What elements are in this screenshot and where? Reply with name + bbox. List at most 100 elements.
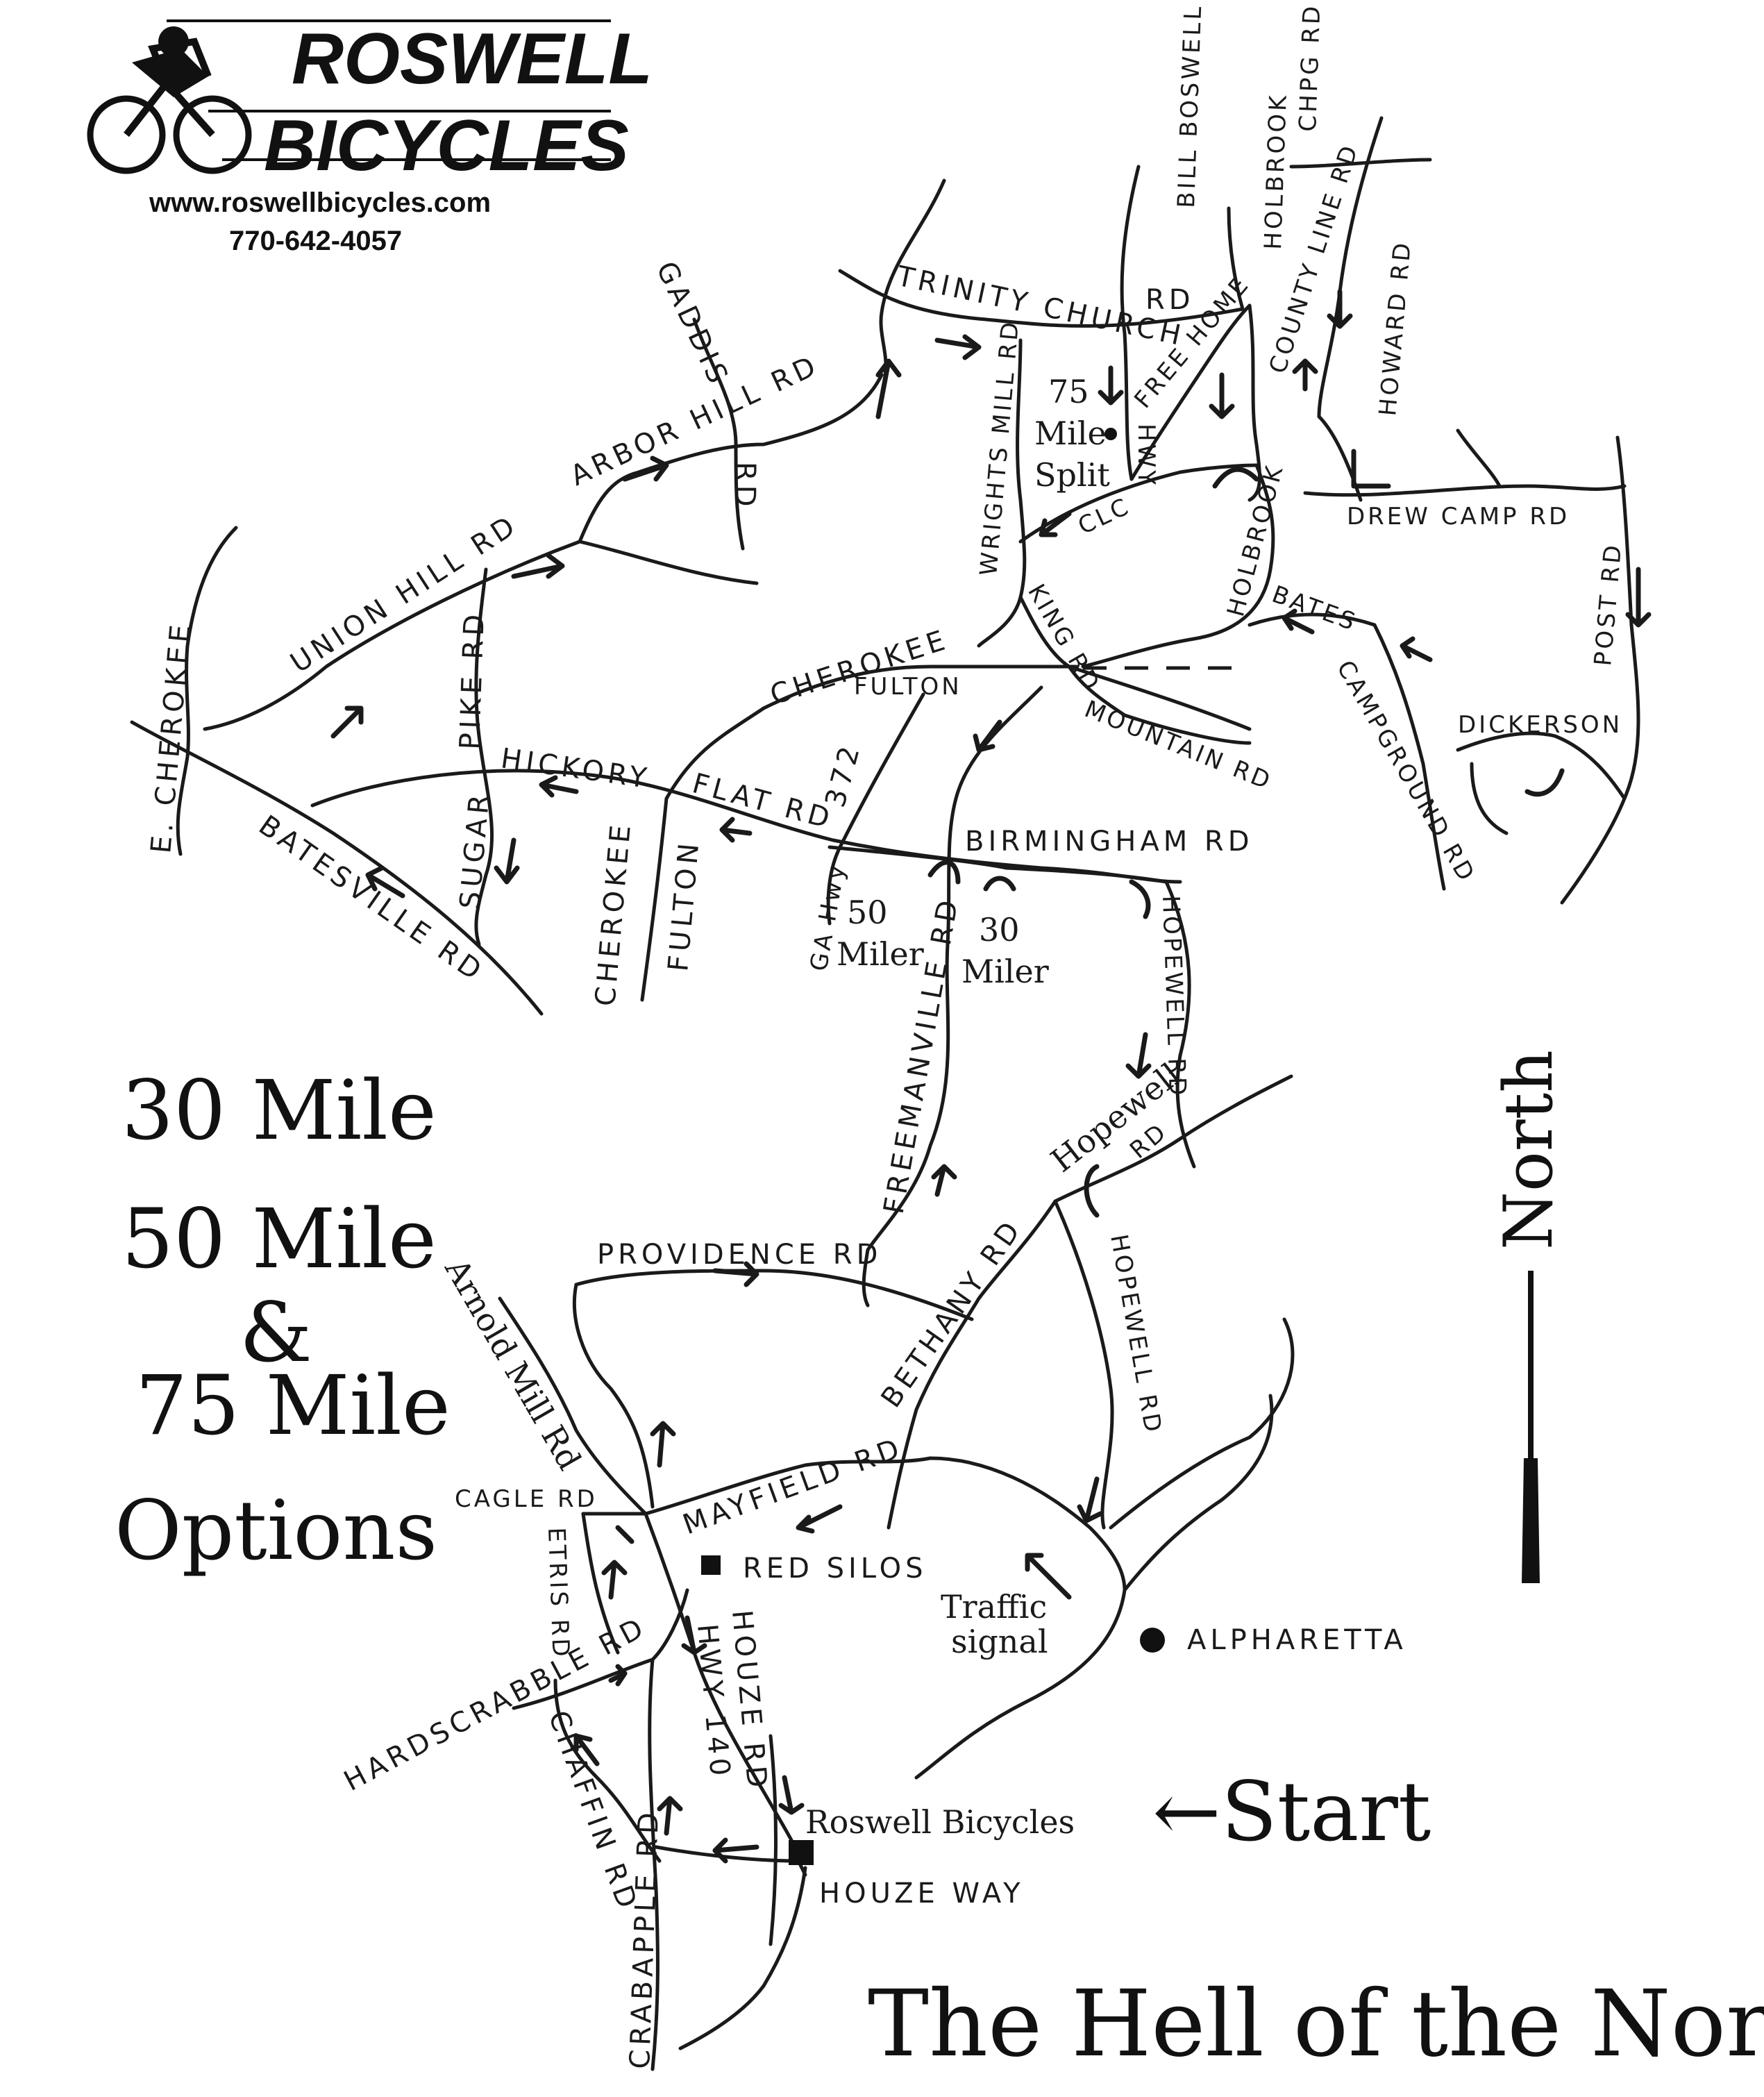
road-gaddis [692, 317, 745, 551]
split-75-split: Split [1034, 456, 1110, 494]
route-arrow-icon [1125, 1032, 1152, 1079]
road-crabapple [648, 1657, 660, 2071]
road-houze-south [678, 1866, 807, 2050]
road-holbrook-north [1248, 303, 1261, 502]
start-label: ←Start [1152, 1764, 1431, 1860]
road-ga-hwy-372 [826, 692, 925, 926]
route-arrow-icon [1129, 879, 1151, 919]
label-sugar-pike-top: PIKE RD [454, 610, 491, 750]
road-houze-way [654, 1845, 807, 1877]
route-arrow-icon [1077, 1476, 1103, 1523]
road-north-left [879, 178, 946, 377]
road-mountain [1067, 665, 1252, 731]
label-gaddis-rd: RD [729, 462, 761, 511]
miler-50-label: Miler [837, 935, 924, 973]
alpharetta-dot-icon [1140, 1628, 1165, 1653]
north-label: North [1490, 1050, 1568, 1250]
label-birmingham: BIRMINGHAM RD [965, 826, 1254, 858]
road-arnold-mill [498, 1296, 648, 1516]
route-options: 30 Mile 50 Mile & 75 Mile Options [115, 1062, 451, 1578]
route-arrow-icon [934, 334, 982, 360]
option-75-mile: 75 Mile [135, 1357, 451, 1453]
route-arrow-icon [657, 1796, 683, 1836]
road-holbrook-mid [1081, 463, 1275, 669]
label-dickerson: DICKERSON [1458, 711, 1622, 739]
road-hopewell-south [1053, 1199, 1114, 1530]
miler-50-number: 50 [847, 894, 888, 931]
route-arrow-icon [1039, 511, 1072, 537]
option-50-mile: 50 Mile [121, 1191, 437, 1287]
route-arrow-icon [712, 1837, 759, 1864]
roswell-bicycles-square-icon [789, 1840, 814, 1865]
route-arrow-icon [875, 358, 902, 419]
cyclist-logo-icon [87, 19, 611, 174]
route-arrow-icon [365, 865, 405, 899]
route-arrow-icon [1292, 358, 1318, 392]
road-south-link [768, 1734, 778, 1946]
road-freemanville [862, 685, 1043, 1308]
route-arrow-icon [1209, 372, 1235, 419]
option-options: Options [115, 1482, 437, 1578]
label-etris: ETRIS RD [542, 1527, 575, 1660]
road-birmingham [828, 845, 1168, 884]
label-drew-camp: DREW CAMP RD [1347, 503, 1570, 530]
red-silos-square-icon [701, 1555, 721, 1575]
route-arrow-icon [494, 837, 520, 885]
road-king [1018, 595, 1252, 745]
road-arbor-hill [578, 373, 884, 544]
road-dickerson-loop [1470, 762, 1509, 835]
route-arrow-icon [712, 1261, 759, 1287]
brand-name-line2: BICYCLES [264, 106, 629, 186]
road-trinity-church [838, 269, 1245, 328]
road-arbor-branch [578, 540, 759, 585]
route-arrow-icon [622, 456, 669, 482]
route-arrow-icon [601, 1560, 628, 1600]
brand-logo: ROSWELL BICYCLES www.roswellbicycles.com… [87, 19, 653, 256]
traffic-signal-line2: signal [951, 1623, 1048, 1660]
option-30-mile: 30 Mile [121, 1062, 437, 1158]
route-arrow-icon [1025, 1553, 1072, 1600]
road-e-cherokee [176, 526, 238, 856]
road-cherokee-fulton-west [640, 796, 669, 1002]
road-sugar-pike [474, 567, 494, 946]
road-providence [574, 1269, 974, 1321]
landmarks: 75 Mile Split 50 Miler 30 Miler RED SILO… [701, 373, 1407, 1865]
label-cagle: CAGLE RD [455, 1485, 598, 1513]
label-providence: PROVIDENCE RD [597, 1239, 882, 1271]
miler-30-number: 30 [979, 911, 1020, 949]
road-alpharetta-south [914, 1588, 1127, 1780]
road-post [1560, 435, 1640, 905]
route-arrow-icon [511, 553, 565, 579]
road-chaffin [553, 1678, 662, 1863]
route-arrow-icon [973, 719, 1002, 753]
split-75-number: 75 [1048, 373, 1089, 410]
route-arrow-icon [931, 1164, 957, 1197]
route-arrow-icon [719, 817, 753, 843]
label-cherokee-fulton-1b: FULTON [854, 673, 962, 701]
route-arrow-icon [983, 876, 1016, 892]
road-bethany [887, 1199, 1057, 1530]
label-red-silos: RED SILOS [743, 1553, 927, 1585]
road-hwy-140 [644, 1512, 793, 1842]
north-indicator: North [1490, 1050, 1568, 1583]
road-drew-camp [1303, 484, 1627, 497]
road-county-top [1289, 158, 1432, 169]
brand-name-line1: ROSWELL [292, 19, 653, 99]
route-arrow-icon [330, 705, 364, 739]
road-batesville [130, 720, 544, 1016]
label-trinity-rd: RD [1145, 284, 1195, 316]
traffic-signal-line1: Traffic [941, 1588, 1047, 1626]
brand-phone: 770-642-4057 [229, 226, 402, 256]
route-arrow-icon [615, 1525, 635, 1544]
road-free-home-diag [1129, 303, 1252, 481]
road-providence-west [573, 1283, 655, 1509]
route-arrow-icon [1084, 1164, 1100, 1218]
label-chpg-rd: CHPG RD [1294, 3, 1326, 132]
label-holbrook-top: HOLBROOK [1259, 92, 1293, 250]
road-hopewell-north [1164, 880, 1196, 1169]
route-arrows [330, 289, 1652, 1864]
route-arrow-icon [608, 1664, 628, 1687]
label-alpharetta: ALPHARETTA [1187, 1624, 1407, 1656]
route-arrow-icon [1351, 449, 1391, 489]
